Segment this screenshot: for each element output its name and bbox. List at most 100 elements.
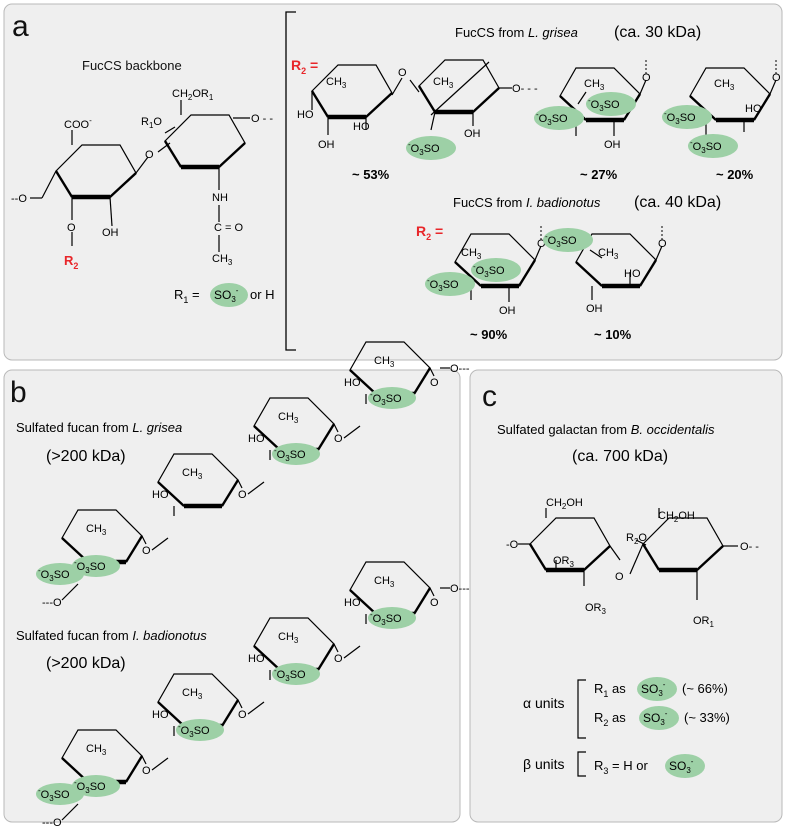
svg-text:CH3: CH3 — [182, 687, 203, 701]
svg-text:-O3SO: -O3SO — [427, 276, 459, 293]
svg-text:-O3SO: -O3SO — [545, 232, 577, 249]
svg-text:OH: OH — [604, 139, 621, 151]
svg-text:-O: -O — [506, 539, 519, 551]
svg-text:---O: ---O — [42, 597, 62, 609]
svg-text:---O: ---O — [42, 817, 62, 827]
svg-text:OR3: OR3 — [553, 555, 575, 569]
svg-text:OH: OH — [586, 303, 603, 315]
ibad-fuccs-title: FucCS from I. badionotus — [453, 195, 601, 210]
r2-label-lgrisea: R2 = — [291, 57, 318, 76]
svg-text:O: O — [238, 489, 247, 501]
svg-text:O: O — [430, 597, 439, 609]
svg-text:O: O — [642, 72, 651, 84]
svg-text:O: O — [430, 377, 439, 389]
svg-text:HO: HO — [624, 268, 641, 280]
svg-text:CH3: CH3 — [326, 76, 347, 90]
ib-fucan-mass: (>200 kDa) — [46, 655, 126, 672]
ibad-fuccs-mass: (ca. 40 kDa) — [634, 194, 721, 211]
backbone-oh: OH — [102, 227, 119, 239]
svg-text:-O3SO: -O3SO — [588, 96, 620, 113]
svg-text:R2 as: R2 as — [594, 710, 626, 728]
svg-text:CH3: CH3 — [374, 355, 395, 369]
ibad-branch-2: O CH3 -O3SO HO OH ~ 10% — [543, 226, 667, 342]
panel-b-frame — [3, 369, 461, 823]
lg-fucan-title: Sulfated fucan from L. grisea — [16, 420, 182, 435]
svg-text:HO: HO — [297, 109, 314, 121]
svg-text:CH3: CH3 — [86, 743, 107, 757]
galactan-structure: -O CH2OH CH2OH OR3 OR3 R2O O OR1 O- - — [506, 497, 759, 629]
svg-text:OH: OH — [318, 139, 335, 151]
backbone-o-link: O — [145, 149, 154, 161]
svg-text:-O3SO: -O3SO — [664, 109, 696, 126]
svg-text:or H: or H — [250, 287, 275, 302]
backbone-o-r2: O — [67, 222, 76, 234]
svg-text:HO: HO — [248, 433, 265, 445]
svg-text:SO3-: SO3- — [643, 709, 668, 727]
svg-text:HO: HO — [152, 709, 169, 721]
galactan-title: Sulfated galactan from B. occidentalis — [497, 422, 715, 437]
svg-text:O: O — [398, 67, 407, 79]
svg-text:-O3SO: -O3SO — [38, 566, 70, 583]
fucan-chain: CH3O-O3SO-O3SO---OCH3OHOCH3OHO-O3SOCH3OH… — [36, 342, 470, 609]
svg-text:-O3SO: -O3SO — [178, 722, 210, 739]
backbone-structure — [30, 100, 250, 252]
svg-text:CH3: CH3 — [278, 631, 299, 645]
svg-text:CH3: CH3 — [86, 523, 107, 537]
svg-text:O: O — [658, 238, 667, 250]
svg-text:O: O — [334, 653, 343, 665]
svg-text:-O3SO: -O3SO — [74, 558, 106, 575]
backbone-r1o: R1O — [141, 116, 162, 130]
svg-text:O: O — [615, 571, 624, 583]
svg-text:CH3: CH3 — [278, 411, 299, 425]
svg-text:HO: HO — [353, 121, 370, 133]
r1-definition: R1 = SO3- or H — [174, 283, 275, 307]
svg-text:O: O — [142, 545, 151, 557]
svg-text:R1 as: R1 as — [594, 681, 626, 699]
svg-text:HO: HO — [344, 597, 361, 609]
ibad-branch-1: O CH3 -O3SO -O3SO OH ~ 90% — [425, 226, 546, 342]
svg-text:CH3: CH3 — [433, 76, 454, 90]
backbone-c-eq-o: C = O — [214, 222, 243, 234]
svg-text:CH3: CH3 — [584, 78, 605, 92]
svg-text:O: O — [238, 709, 247, 721]
svg-text:-O3SO: -O3SO — [38, 786, 70, 803]
svg-text:OR3: OR3 — [585, 602, 607, 616]
svg-text:SO3-: SO3- — [669, 757, 694, 775]
svg-text:O- -: O- - — [740, 541, 759, 553]
backbone-o-left: --O — [11, 193, 27, 205]
svg-text:O: O — [142, 765, 151, 777]
lgrisea-branch-3: O CH3 HO -O3SO -O3SO ~ 20% — [662, 60, 781, 182]
r2-bracket — [285, 11, 296, 351]
svg-text:CH3: CH3 — [714, 78, 735, 92]
backbone-nh: NH — [212, 192, 228, 204]
svg-text:-O3SO: -O3SO — [74, 778, 106, 795]
svg-text:O- - -: O- - - — [512, 83, 538, 95]
svg-text:-O3SO: -O3SO — [408, 140, 440, 157]
svg-text:HO: HO — [745, 103, 762, 115]
svg-text:OR1: OR1 — [693, 615, 715, 629]
svg-text:(~ 33%): (~ 33%) — [684, 710, 730, 725]
ib-fucan-title: Sulfated fucan from I. badionotus — [16, 628, 207, 643]
svg-text:OH: OH — [499, 305, 516, 317]
svg-text:CH3: CH3 — [182, 467, 203, 481]
svg-text:-O3SO: -O3SO — [536, 110, 568, 127]
svg-text:CH2OH: CH2OH — [658, 510, 695, 524]
svg-text:SO3-: SO3- — [214, 286, 239, 304]
percent-lg3: ~ 20% — [716, 167, 754, 182]
svg-text:OH: OH — [464, 128, 481, 140]
lgrisea-fuccs-mass: (ca. 30 kDa) — [614, 24, 701, 41]
svg-text:R2O: R2O — [626, 532, 647, 546]
percent-ib1: ~ 90% — [470, 327, 508, 342]
alpha-units-label: α units — [523, 695, 565, 711]
svg-text:R3 = H or: R3 = H or — [594, 758, 648, 776]
backbone-title: FucCS backbone — [82, 58, 182, 73]
panel-a-letter: a — [12, 10, 29, 43]
lgrisea-fuccs-title: FucCS from L. grisea — [455, 25, 578, 40]
